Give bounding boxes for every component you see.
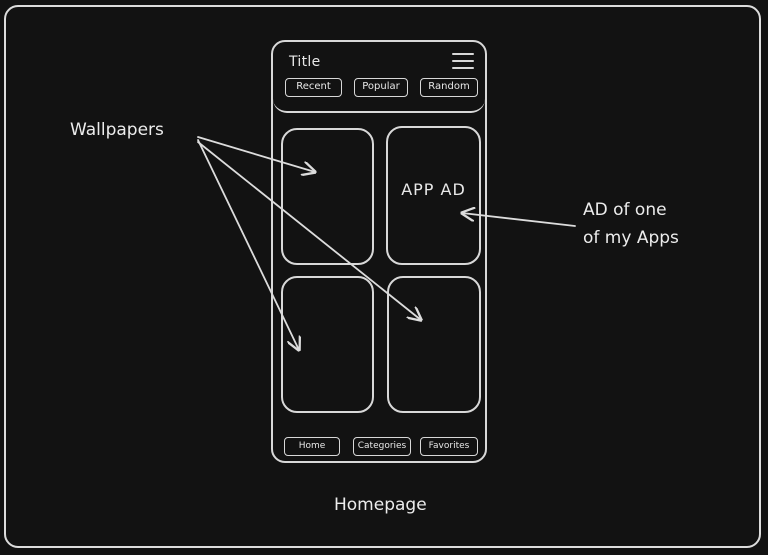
tab-recent[interactable]: Recent	[285, 78, 342, 97]
nav-favorites[interactable]: Favorites	[420, 437, 478, 456]
arrow-to-bottom-right-wallpaper	[197, 141, 421, 320]
canvas-frame	[4, 5, 761, 548]
tab-random[interactable]: Random	[420, 78, 478, 97]
nav-home[interactable]: Home	[284, 437, 340, 456]
wallpaper-tile[interactable]	[387, 276, 481, 413]
homepage-caption: Homepage	[334, 495, 427, 515]
phone-mockup: Title Recent Popular Random APP AD Home …	[271, 40, 487, 463]
ad-label-line1: AD of one	[583, 200, 667, 220]
tab-popular[interactable]: Popular	[354, 78, 408, 97]
wallpaper-tile[interactable]	[281, 276, 374, 413]
page-title: Title	[289, 54, 321, 70]
phone-header: Title Recent Popular Random	[273, 42, 485, 113]
arrow-to-top-left-wallpaper	[197, 136, 315, 172]
arrow-to-bottom-left-wallpaper	[197, 139, 299, 350]
ad-label-line2: of my Apps	[583, 228, 679, 248]
hamburger-menu-icon[interactable]	[452, 52, 474, 69]
wallpaper-tile[interactable]	[281, 128, 374, 265]
app-ad-tile[interactable]: APP AD	[386, 126, 481, 265]
arrow-to-app-ad	[462, 213, 576, 227]
app-ad-text: APP AD	[401, 180, 466, 199]
wallpapers-label: Wallpapers	[70, 120, 164, 140]
nav-categories[interactable]: Categories	[353, 437, 411, 456]
